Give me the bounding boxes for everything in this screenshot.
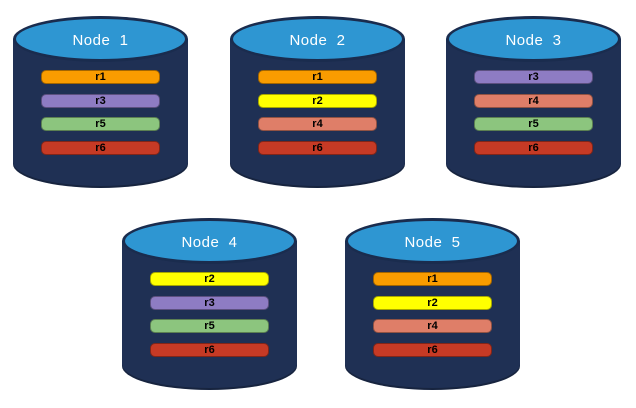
database-cylinder-body [230,39,405,188]
node-4: Node 4 r2 r3 r5 r6 [122,218,297,390]
replica-bar: r3 [41,93,160,108]
node-2: Node 2 r1 r2 r4 r6 [230,16,405,188]
node-3: Node 3 r3 r4 r5 r6 [446,16,621,188]
node-5: Node 5 r1 r2 r4 r6 [345,218,520,390]
database-cylinder-body [446,39,621,188]
replica-bar: r4 [373,319,492,333]
node-label: Node 1 [72,31,129,49]
node-label: Node 3 [505,31,562,49]
database-cylinder-body [345,241,520,390]
database-cylinder-body [122,241,297,390]
replica-bar: r2 [150,272,269,286]
replica-bar: r1 [258,70,377,84]
replica-bar: r5 [474,117,593,131]
replica-bar: r2 [258,93,377,108]
replica-list: r1 r3 r5 r6 [41,70,160,155]
replica-bar: r6 [258,140,377,155]
replica-bar: r3 [474,70,593,84]
replica-bar: r6 [373,342,492,357]
replica-bar: r4 [474,93,593,108]
node-label: Node 4 [181,233,238,251]
node-label: Node 2 [289,31,346,49]
replica-bar: r2 [373,295,492,310]
node-1: Node 1 r1 r3 r5 r6 [13,16,188,188]
replica-bar: r5 [41,117,160,131]
database-cylinder-top: Node 2 [230,16,405,62]
replica-bar: r6 [150,342,269,357]
node-label: Node 5 [404,233,461,251]
replica-list: r1 r2 r4 r6 [373,272,492,357]
replica-list: r1 r2 r4 r6 [258,70,377,155]
replica-bar: r5 [150,319,269,333]
database-cylinder-top: Node 5 [345,218,520,264]
replica-bar: r1 [41,70,160,84]
database-cylinder-top: Node 1 [13,16,188,62]
database-cylinder-body [13,39,188,188]
database-cylinder-top: Node 4 [122,218,297,264]
replica-bar: r4 [258,117,377,131]
replica-bar: r3 [150,295,269,310]
replica-bar: r6 [474,140,593,155]
replica-bar: r6 [41,140,160,155]
replica-bar: r1 [373,272,492,286]
replica-list: r3 r4 r5 r6 [474,70,593,155]
replica-list: r2 r3 r5 r6 [150,272,269,357]
database-cylinder-top: Node 3 [446,16,621,62]
